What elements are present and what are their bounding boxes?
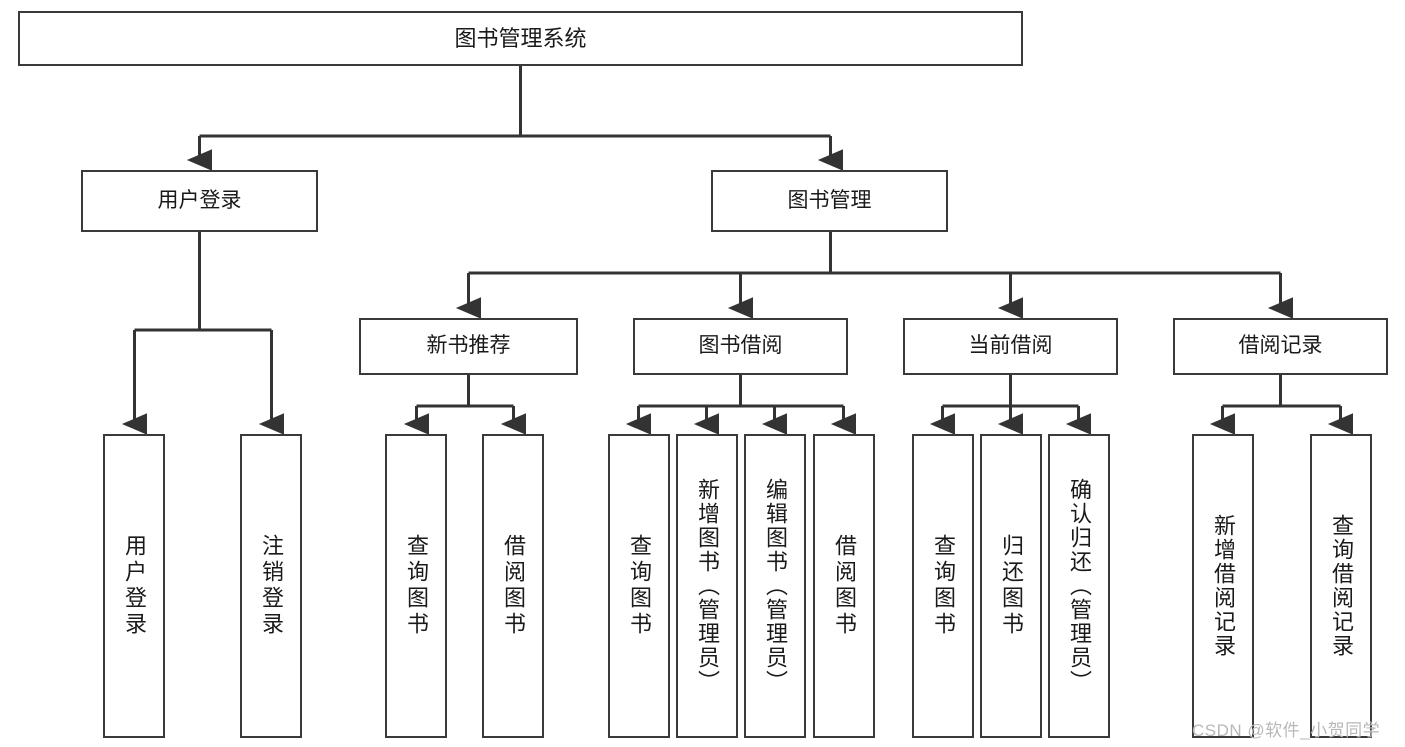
node-leaf-query-record-label: 查询借阅记录 [1329,514,1354,658]
node-current-borrow-label: 当前借阅 [968,334,1053,358]
node-root-label: 图书管理系统 [454,25,587,51]
node-leaf-return-book[interactable]: 归还图书 [980,434,1042,738]
node-leaf-query-book-1-label: 查询图书 [404,534,429,638]
node-leaf-edit-book-label: 编辑图书（管理员） [763,478,788,694]
node-borrow-record-label: 借阅记录 [1238,334,1323,358]
node-leaf-query-book-2-label: 查询图书 [627,534,652,638]
node-leaf-add-record[interactable]: 新增借阅记录 [1192,434,1254,738]
node-leaf-query-record[interactable]: 查询借阅记录 [1310,434,1372,738]
node-book-borrow[interactable]: 图书借阅 [633,318,848,375]
node-leaf-borrow-book-2[interactable]: 借阅图书 [813,434,875,738]
node-leaf-add-book-label: 新增图书（管理员） [695,478,720,694]
node-borrow-record[interactable]: 借阅记录 [1173,318,1388,375]
node-leaf-confirm-return-label: 确认归还（管理员） [1067,478,1092,694]
node-leaf-add-book[interactable]: 新增图书（管理员） [676,434,738,738]
node-book-management-label: 图书管理 [787,188,872,212]
node-user-login-label: 用户登录 [157,188,242,212]
node-leaf-borrow-book-2-label: 借阅图书 [832,534,857,638]
node-leaf-user-login-label: 用户登录 [122,534,147,638]
node-new-book-recommend[interactable]: 新书推荐 [359,318,578,375]
watermark-text: CSDN @软件_小贺同学 [1192,721,1381,740]
node-leaf-edit-book[interactable]: 编辑图书（管理员） [744,434,806,738]
node-book-borrow-label: 图书借阅 [698,334,783,358]
node-root[interactable]: 图书管理系统 [18,11,1023,66]
node-new-book-recommend-label: 新书推荐 [426,334,511,358]
node-leaf-add-record-label: 新增借阅记录 [1211,514,1236,658]
node-leaf-borrow-book-1-label: 借阅图书 [501,534,526,638]
node-leaf-user-logout-label: 注销登录 [259,534,284,638]
node-leaf-confirm-return[interactable]: 确认归还（管理员） [1048,434,1110,738]
node-leaf-user-logout[interactable]: 注销登录 [240,434,302,738]
node-leaf-return-book-label: 归还图书 [999,534,1024,638]
node-user-login[interactable]: 用户登录 [81,170,318,232]
node-leaf-query-book-1[interactable]: 查询图书 [385,434,447,738]
node-leaf-query-book-3[interactable]: 查询图书 [912,434,974,738]
node-leaf-user-login[interactable]: 用户登录 [103,434,165,738]
node-current-borrow[interactable]: 当前借阅 [903,318,1118,375]
node-leaf-query-book-3-label: 查询图书 [931,534,956,638]
node-leaf-query-book-2[interactable]: 查询图书 [608,434,670,738]
node-book-management[interactable]: 图书管理 [711,170,948,232]
node-leaf-borrow-book-1[interactable]: 借阅图书 [482,434,544,738]
